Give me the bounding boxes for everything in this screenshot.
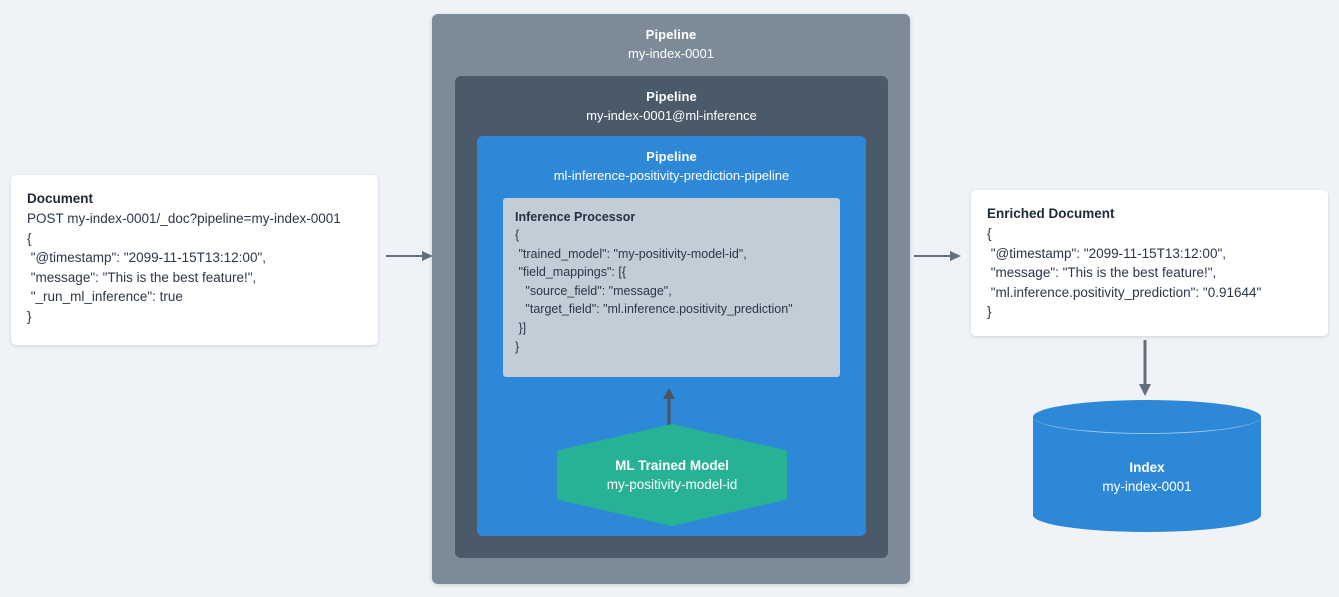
document-card: Document POST my-index-0001/_doc?pipelin… (11, 175, 378, 345)
pipeline-outer-header: Pipeline my-index-0001 (432, 14, 910, 64)
document-card-line: "@timestamp": "2099-11-15T13:12:00", (27, 250, 266, 265)
inference-processor-line: "trained_model": "my-positivity-model-id… (515, 246, 747, 261)
arrow-document-to-pipeline-icon (386, 248, 434, 269)
index-cylinder-bottom (1033, 498, 1261, 532)
document-card-title: Document (27, 191, 94, 206)
pipeline-outer-kind: Pipeline (645, 27, 697, 42)
inference-processor-box: Inference Processor { "trained_model": "… (503, 198, 840, 377)
enriched-document-line: { (987, 226, 992, 241)
pipeline-middle-name: my-index-0001@ml-inference (586, 108, 757, 123)
inference-processor-line: "field_mappings": [{ (515, 265, 627, 280)
ml-trained-model-title: ML Trained Model (615, 457, 729, 473)
document-card-line: POST my-index-0001/_doc?pipeline=my-inde… (27, 211, 341, 226)
inference-processor-line: } (515, 339, 520, 354)
arrow-enriched-to-index-icon (1136, 340, 1154, 401)
document-card-line: "_run_ml_inference": true (27, 289, 183, 304)
enriched-document-line: "ml.inference.positivity_prediction": "0… (987, 284, 1262, 300)
inference-processor-line: "source_field": "message", (515, 283, 672, 298)
inference-processor-title: Inference Processor (515, 210, 636, 224)
inference-processor-line: }] (515, 320, 527, 335)
pipeline-middle-kind: Pipeline (646, 89, 697, 104)
index-cylinder-top (1033, 400, 1261, 434)
pipeline-middle-header: Pipeline my-index-0001@ml-inference (455, 76, 888, 126)
pipeline-inner-name: ml-inference-positivity-prediction-pipel… (553, 168, 790, 183)
index-cylinder: Index my-index-0001 (1033, 400, 1261, 532)
arrow-pipeline-to-enriched-icon (914, 248, 962, 269)
document-card-line: "message": "This is the best feature!", (27, 269, 257, 285)
index-cylinder-label: Index my-index-0001 (1033, 458, 1261, 497)
index-name: my-index-0001 (1102, 479, 1192, 494)
index-title: Index (1129, 460, 1165, 475)
enriched-document-card: Enriched Document { "@timestamp": "2099-… (971, 190, 1328, 336)
enriched-document-line: } (987, 304, 992, 319)
arrow-model-to-processor-icon (660, 388, 678, 435)
enriched-document-line: "message": "This is the best feature!", (987, 265, 1217, 280)
pipeline-inner-header: Pipeline ml-inference-positivity-predict… (477, 136, 866, 186)
ml-trained-model-name: my-positivity-model-id (606, 476, 738, 492)
pipeline-inner-kind: Pipeline (646, 149, 697, 164)
enriched-document-title: Enriched Document (987, 206, 1115, 221)
pipeline-outer-name: my-index-0001 (628, 46, 714, 61)
document-card-line: { (27, 230, 32, 246)
inference-processor-line: "target_field": "ml.inference.positivity… (515, 302, 793, 317)
document-card-line: } (27, 308, 32, 324)
inference-processor-line: { (515, 228, 520, 242)
enriched-document-line: "@timestamp": "2099-11-15T13:12:00", (987, 245, 1226, 261)
